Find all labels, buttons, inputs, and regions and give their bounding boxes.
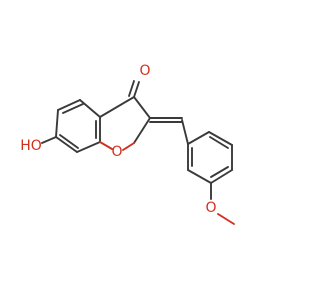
carbonyl-oxygen-label: O [139, 63, 150, 79]
furanone-ring [99, 80, 151, 151]
bond [187, 169, 212, 184]
bond [209, 136, 229, 149]
bond [133, 81, 140, 98]
bond [55, 136, 78, 153]
bond [99, 96, 135, 118]
bond [133, 96, 151, 119]
bond [128, 80, 135, 97]
bond [210, 169, 233, 184]
hydroxy-label: HO [20, 138, 42, 154]
bond [122, 142, 135, 151]
molecule-structure-diagram: O O HO O [20, 63, 235, 225]
bond [57, 99, 81, 111]
bond [99, 141, 113, 150]
benzene-ring-b [187, 131, 233, 184]
benzene-ring-a [55, 99, 101, 153]
bond [76, 141, 101, 153]
bond [181, 119, 189, 145]
bond [41, 136, 57, 144]
bond [208, 131, 233, 146]
bond [79, 99, 101, 118]
bond [133, 117, 151, 144]
ring-oxygen-label: O [111, 144, 122, 160]
methoxy-oxygen-label: O [205, 200, 216, 216]
bond [210, 166, 229, 178]
bond [187, 131, 210, 145]
bond [59, 134, 79, 149]
bond [217, 213, 235, 225]
methylidene-linker [149, 117, 189, 145]
bond [55, 109, 59, 138]
bond [62, 103, 84, 114]
methoxy-group [210, 182, 235, 225]
